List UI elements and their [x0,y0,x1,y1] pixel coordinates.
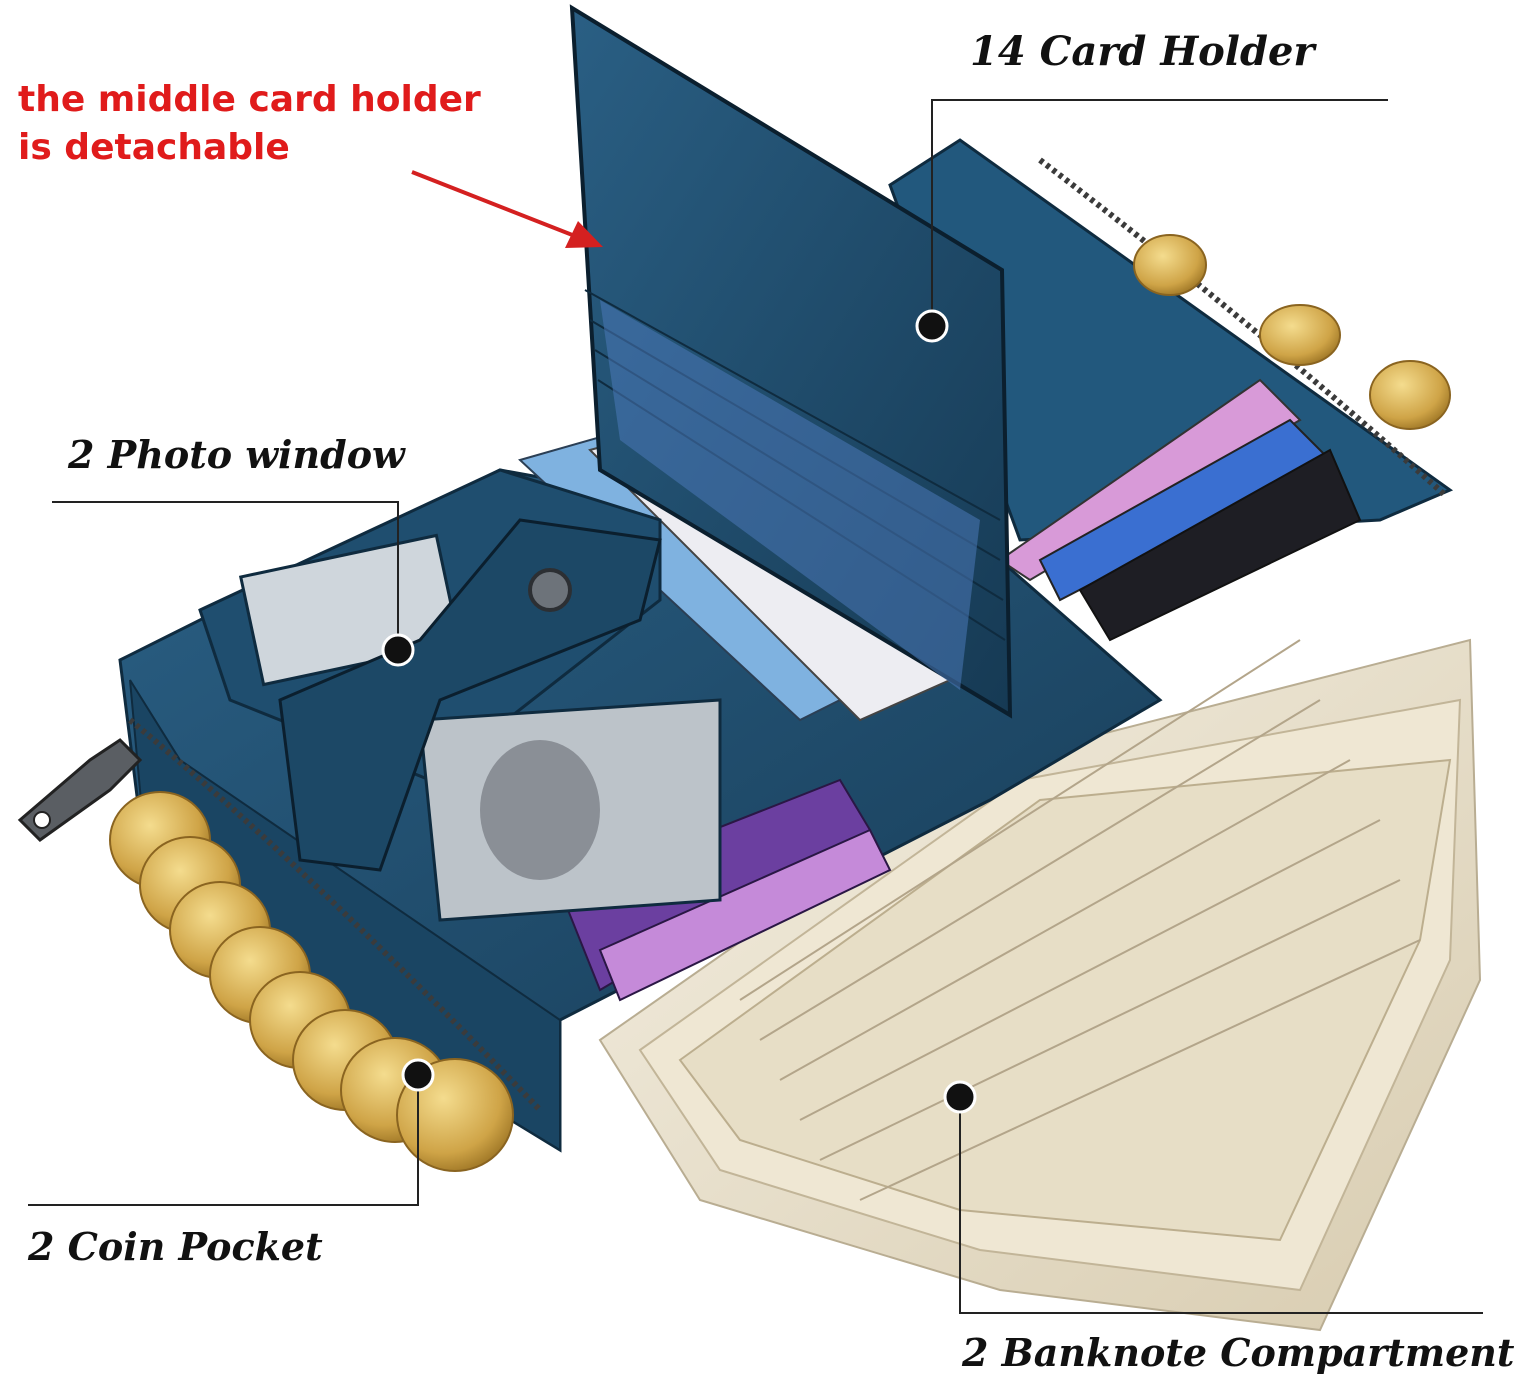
banknote-dot [943,1080,977,1114]
card-holder-dot [915,309,949,343]
detachable-note-line2: is detachable [18,127,290,168]
banknote-stack [598,638,1482,1332]
callout-dots [381,309,977,1114]
coin-pocket-dot [401,1058,435,1092]
callout-lines [28,99,1483,1314]
coin-stack [109,234,1451,1172]
card-holder-label: 14 Card Holder [970,28,1315,75]
coin-pocket-label: 2 Coin Pocket [28,1224,323,1269]
detachable-note-line1: the middle card holder [18,79,481,120]
snap-button-icon [528,568,572,612]
banknote-label: 2 Banknote Compartment [962,1330,1514,1375]
detachable-card-holder [569,4,1013,719]
detachable-arrow [411,170,603,248]
photo-window-dot [381,633,415,667]
zipper-pull-icon [17,738,143,842]
detachable-note: the middle card holder is detachable [18,76,481,172]
photo-window-label: 2 Photo window [68,432,405,477]
